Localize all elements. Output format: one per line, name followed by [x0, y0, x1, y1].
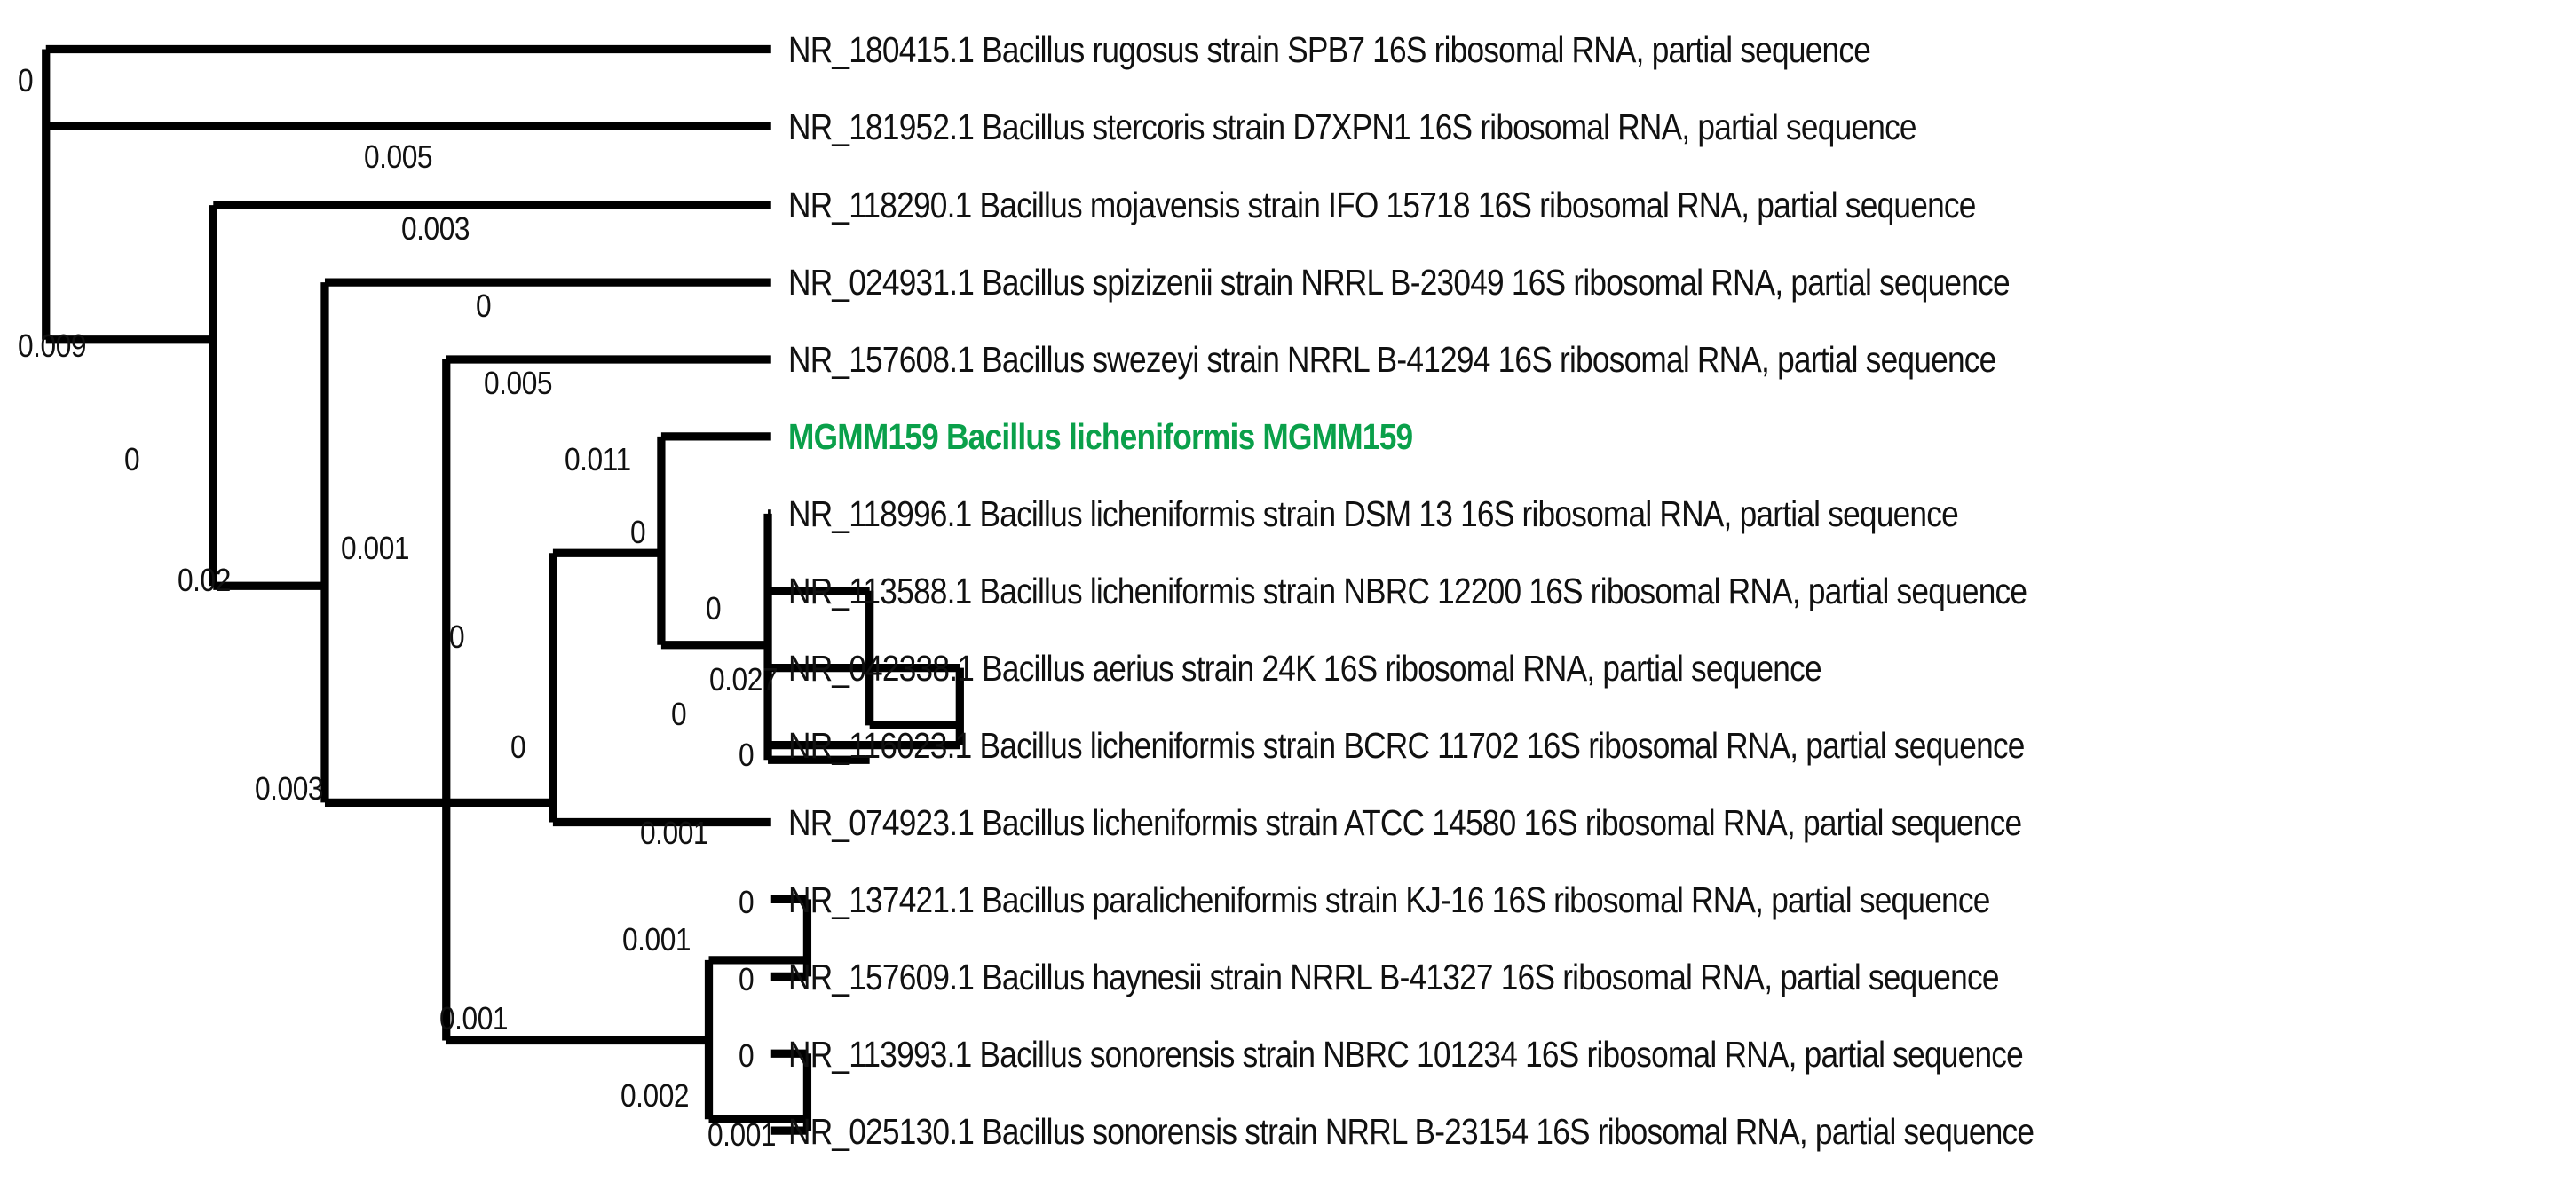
branch-value-tip-12: 0	[739, 884, 755, 920]
branch-value-node-c: 0.02	[178, 562, 231, 598]
branch-value-node-j: 0.002	[620, 1077, 690, 1114]
branch-value-tip-15: 0.001	[707, 1116, 777, 1153]
tip-label-13[interactable]: NR_157609.1 Bacillus haynesii strain NRR…	[788, 957, 1999, 997]
branch-value-tip-8: 0	[706, 590, 722, 627]
tip-label-1[interactable]: NR_180415.1 Bacillus rugosus strain SPB7…	[788, 29, 1871, 70]
tip-label-11[interactable]: NR_074923.1 Bacillus licheniformis strai…	[788, 802, 2022, 843]
branch-value-tip-2: 0.005	[364, 138, 433, 175]
branch-value-tip-9: 0.027	[709, 661, 778, 698]
tip-label-3[interactable]: NR_118290.1 Bacillus mojavensis strain I…	[788, 185, 1976, 225]
tip-label-7[interactable]: NR_118996.1 Bacillus licheniformis strai…	[788, 493, 1959, 534]
branch-value-node-lich-clade: 0.001	[341, 530, 410, 566]
tip-label-15[interactable]: NR_025130.1 Bacillus sonorensis strain N…	[788, 1111, 2035, 1152]
branch-value-node-para-clade: 0.001	[622, 921, 691, 958]
branch-value-node-b: 0	[124, 441, 140, 477]
tip-label-12[interactable]: NR_137421.1 Bacillus paralicheniformis s…	[788, 879, 1990, 920]
tip-label-6-highlighted[interactable]: MGMM159 Bacillus licheniformis MGMM159	[788, 416, 1413, 457]
branch-value-tip-5: 0.005	[484, 365, 553, 401]
branch-value-node-i: 0.001	[439, 1000, 509, 1036]
branch-value-tip-7: 0	[630, 514, 646, 550]
branch-value-tip-11: 0.001	[640, 815, 709, 851]
branch-value-node-d: 0.003	[255, 770, 324, 807]
tip-label-10[interactable]: NR_116023.1 Bacillus licheniformis strai…	[788, 725, 2025, 766]
branch-value-node-g: 0	[510, 729, 526, 765]
tip-label-8[interactable]: NR_113588.1 Bacillus licheniformis strai…	[788, 571, 2027, 611]
branch-value-tip-1: 0	[18, 62, 34, 99]
branch-value-tip-4: 0	[476, 288, 492, 324]
branch-value-tip-13: 0	[739, 961, 755, 997]
branch-value-tip-6: 0.011	[565, 441, 631, 477]
tip-label-5[interactable]: NR_157608.1 Bacillus swezeyi strain NRRL…	[788, 339, 1996, 380]
branch-value-node-f: 0	[671, 696, 687, 732]
tip-label-9[interactable]: NR_042338.1 Bacillus aerius strain 24K 1…	[788, 648, 1822, 689]
tip-label-14[interactable]: NR_113993.1 Bacillus sonorensis strain N…	[788, 1034, 2024, 1075]
branch-value-tip-14: 0	[739, 1037, 755, 1074]
branch-value-node-root: 0.009	[18, 327, 87, 364]
branch-value-tip-10: 0	[739, 737, 755, 773]
tip-label-4[interactable]: NR_024931.1 Bacillus spizizenii strain N…	[788, 262, 2011, 303]
branch-value-node-e: 0	[449, 619, 465, 655]
tip-label-2[interactable]: NR_181952.1 Bacillus stercoris strain D7…	[788, 106, 1917, 147]
branch-value-tip-3: 0.003	[401, 210, 470, 247]
